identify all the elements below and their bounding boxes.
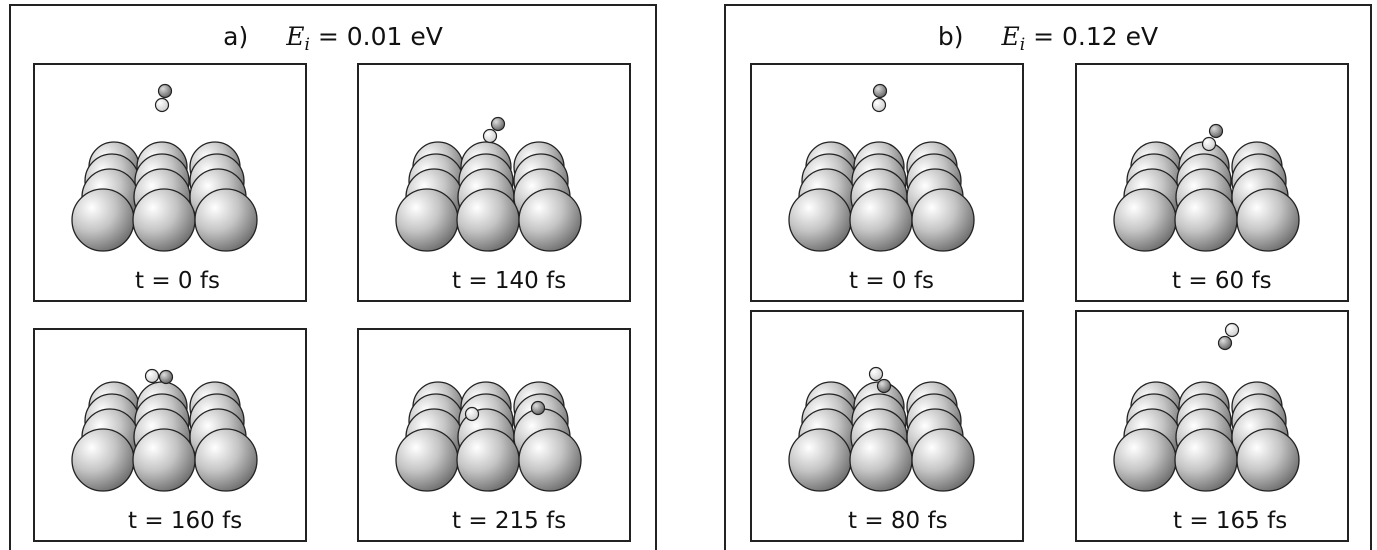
snapshot-a-3: t = 160 fs bbox=[33, 328, 307, 542]
h-atom-light bbox=[154, 97, 170, 113]
panel-b-label: b) bbox=[937, 22, 964, 51]
time-label: t = 165 fs bbox=[1173, 508, 1288, 534]
h-atom-dark bbox=[490, 116, 506, 132]
h-atom-dark bbox=[158, 369, 174, 385]
h-atom-dark bbox=[1208, 123, 1224, 139]
slab-diagram bbox=[1113, 123, 1300, 252]
panel-a: a) Ei = 0.01 eV bbox=[9, 4, 657, 550]
time-label: t = 80 fs bbox=[848, 508, 948, 534]
time-label: t = 160 fs bbox=[128, 508, 243, 534]
h-atom-light bbox=[868, 366, 884, 382]
h-atom-light bbox=[464, 406, 480, 422]
h-atom-light bbox=[1201, 136, 1217, 152]
h-atom-dark bbox=[530, 400, 546, 416]
h-atom-dark bbox=[876, 378, 892, 394]
h-atom-light bbox=[144, 368, 160, 384]
panel-a-title: a) Ei = 0.01 eV bbox=[11, 20, 655, 62]
h-atom-dark bbox=[1217, 335, 1233, 351]
slab-diagram bbox=[71, 368, 258, 492]
time-label: t = 140 fs bbox=[452, 268, 567, 294]
snapshot-a-4: t = 215 fs bbox=[357, 328, 631, 542]
h-atom-dark bbox=[157, 83, 173, 99]
time-label: t = 215 fs bbox=[452, 508, 567, 534]
slab-diagram bbox=[788, 366, 975, 492]
panel-a-label: a) bbox=[223, 22, 249, 51]
slab-diagram bbox=[1113, 322, 1300, 492]
panel-b: b) Ei = 0.12 eV bbox=[724, 4, 1372, 550]
snapshot-b-2: t = 60 fs bbox=[1075, 63, 1349, 302]
time-label: t = 0 fs bbox=[849, 268, 934, 294]
snapshot-b-3: t = 80 fs bbox=[750, 310, 1024, 542]
snapshot-b-1: t = 0 fs bbox=[750, 63, 1024, 302]
panel-b-title: b) Ei = 0.12 eV bbox=[726, 20, 1370, 62]
h-atom-light bbox=[482, 128, 498, 144]
slab-diagram bbox=[395, 116, 582, 252]
panel-a-energy: Ei = 0.01 eV bbox=[286, 22, 443, 55]
h-atom-light bbox=[871, 97, 887, 113]
h-atom-dark bbox=[872, 83, 888, 99]
time-label: t = 0 fs bbox=[135, 268, 220, 294]
panel-b-energy: Ei = 0.12 eV bbox=[1001, 22, 1159, 55]
slab-diagram bbox=[788, 83, 975, 252]
time-label: t = 60 fs bbox=[1172, 268, 1272, 294]
snapshot-b-4: t = 165 fs bbox=[1075, 310, 1349, 542]
snapshot-a-1: t = 0 fs bbox=[33, 63, 307, 302]
slab-diagram bbox=[71, 83, 258, 252]
slab-diagram bbox=[395, 381, 582, 492]
h-atom-light bbox=[1224, 322, 1240, 338]
snapshot-a-2: t = 140 fs bbox=[357, 63, 631, 302]
